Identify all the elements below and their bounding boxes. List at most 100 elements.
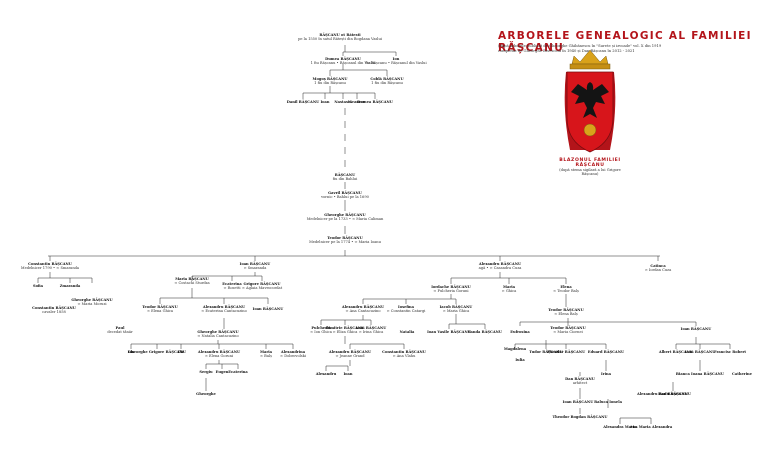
person-name: Teodor RĂȘCANU xyxy=(142,305,178,309)
person-name: Alexandra Maria xyxy=(603,425,637,429)
person-info: ∞ Elena Balș xyxy=(554,312,578,317)
person-name: Iacob RĂȘCANU xyxy=(439,305,473,309)
person-p36: Sergiu xyxy=(199,370,212,374)
person-p54: Ioan xyxy=(343,372,352,376)
person-p47: Pulcheria∞ Ion Ghica xyxy=(310,326,332,335)
person-info: Medelnicer 1790 • ∞ Smaranda xyxy=(20,266,80,271)
person-p5: Danil RĂȘCANU xyxy=(287,100,319,104)
person-name: Constantin RĂȘCANU xyxy=(32,306,76,310)
person-p37: Eugen xyxy=(216,370,229,374)
person-p25: Grigore RĂȘCANU∞ Aglaia Mavrocordat xyxy=(242,282,282,291)
person-p17: Catinca∞ Iordan Cuza xyxy=(645,264,671,273)
person-p58: Eufrosina xyxy=(510,330,530,334)
person-p55: Ioan Vasile RĂȘCANU xyxy=(427,330,471,334)
person-info: ∞ Iordan Cuza xyxy=(644,268,672,273)
person-p61: Magdalena xyxy=(504,347,526,351)
person-name: Raluca Ionela xyxy=(594,400,622,404)
person-info: ∞ Balș xyxy=(260,354,272,359)
person-info: ∞ Irina Ghica xyxy=(358,330,384,335)
person-info: ∞ Elena Goruni xyxy=(204,354,234,359)
page-title: ARBORELE GENEALOGIC AL FAMILIEI RĂȘCANU xyxy=(498,30,752,54)
person-p72: Ioan RĂȘCANU xyxy=(681,327,712,331)
eagle-icon xyxy=(571,82,609,118)
person-name: Alexandru RĂȘCANU xyxy=(478,262,522,266)
person-info: arhitect xyxy=(572,381,588,386)
person-p44: Iosefina∞ Constantin Catargi xyxy=(387,305,426,314)
person-name: Sergiu xyxy=(199,370,213,374)
person-info: Medelnicer pe la 1733 • ∞ Maria Caliman xyxy=(306,217,384,222)
person-name: Ion xyxy=(392,57,400,61)
person-info: ∞ Maria Ciornei xyxy=(553,330,583,335)
person-name: Gheorghe RĂȘCANU xyxy=(71,298,113,302)
person-name: Dan RĂȘCANU xyxy=(658,392,688,396)
person-name: Eugen xyxy=(215,370,229,374)
person-name: Ioan RĂȘCANU xyxy=(239,262,271,266)
person-info: fiu Rășcanu • Rășcanul din Vaslui xyxy=(365,61,427,66)
person-name: Pulcheria xyxy=(311,326,331,330)
person-p51: Alexandru RĂȘCANU∞ Jeanne Grand xyxy=(329,350,371,359)
person-info: agă • ∞ Casandra Cuza xyxy=(478,266,522,271)
person-info: ∞ Ecaterina Cantacuzino xyxy=(201,309,247,314)
person-name: Sanda RĂȘCANU xyxy=(467,330,503,334)
person-p64: Irina xyxy=(601,372,611,376)
person-name: Ioan RĂȘCANU xyxy=(684,350,716,354)
person-info: 1 fiu din Rășcanu xyxy=(314,81,346,86)
person-p20: Gheorghe RĂȘCANU∞ Maria Moruzi xyxy=(71,298,112,307)
person-p7: Nastasia xyxy=(334,100,351,104)
person-name: Ioan Vasile RĂȘCANU xyxy=(427,330,471,334)
person-name: Alexandru RĂȘCANU xyxy=(197,350,241,354)
person-info: ∞ Ghica xyxy=(501,289,517,294)
person-info: ∞ Constantin Catargi xyxy=(386,309,426,314)
person-name: Alexandru RĂȘCANU xyxy=(341,305,385,309)
person-p74: Ioan RĂȘCANU xyxy=(685,350,716,354)
person-info: ∞ Dobrovolski xyxy=(280,354,306,359)
person-info: ∞ Smaranda xyxy=(243,266,267,271)
person-info: ∞ Eliza Ghica xyxy=(332,330,358,335)
person-p73: Albert RĂȘCANU xyxy=(659,350,693,354)
person-name: Francisc Robert xyxy=(713,350,747,354)
person-name: Ecaterina xyxy=(228,370,248,374)
person-name: Constantin RĂȘCANU xyxy=(28,262,72,266)
person-name: Danil RĂȘCANU xyxy=(286,100,320,104)
person-p63: Eduard RĂȘCANU xyxy=(588,350,624,354)
subtitle-line-2: completat de Gheorghe Bezviconi în 1940 … xyxy=(498,49,635,53)
person-p56: Sanda RĂȘCANU xyxy=(468,330,502,334)
person-p50: Natalia xyxy=(400,330,415,334)
person-p78: Catherine xyxy=(732,372,752,376)
person-name: Ilie xyxy=(177,350,185,354)
person-name: RĂȘCANU ot Rătesti xyxy=(319,33,361,37)
person-info: ∞ Costachi Sturdza xyxy=(174,281,210,286)
crown-icon xyxy=(571,49,609,65)
person-name: Gheorghe xyxy=(196,392,216,396)
person-info: cavaler 1858 xyxy=(42,310,66,315)
person-p40: Iordache RĂȘCANU∞ Pulcheria Goruni xyxy=(431,285,471,294)
person-name: Natalia xyxy=(399,330,415,334)
person-name: Maria xyxy=(260,350,272,354)
person-name: Maria RĂȘCANU xyxy=(175,277,209,281)
person-p49: Ioan RĂȘCANU∞ Irina Ghica xyxy=(356,326,387,335)
person-p27: Alexandru RĂȘCANU∞ Ecaterina Cantacuzino xyxy=(201,305,247,314)
person-info: ∞ Natalia Cantacuzino xyxy=(197,334,239,339)
person-info: ∞ Elena Ghica xyxy=(146,309,174,314)
person-p75: Francisc Robert xyxy=(714,350,746,354)
person-name: Ecaterina xyxy=(222,282,242,286)
person-p60: Iulia xyxy=(515,358,524,362)
person-p38: Ecaterina xyxy=(228,370,247,374)
person-info: vornic • Bahlui pe la 1690 xyxy=(321,195,369,200)
person-p45: Iacob RĂȘCANU∞ Maria Ghica xyxy=(440,305,473,314)
page-subtitle: (după arborele publicat de Gheorghe Ghib… xyxy=(498,44,723,54)
person-p28: Ioan RĂȘCANU xyxy=(253,307,284,311)
person-name: Maria xyxy=(503,285,515,289)
person-p39: Gheorghe xyxy=(196,392,216,396)
person-info: ∞ Jeanne Grand xyxy=(335,354,365,359)
person-name: Tudor RĂȘCANU xyxy=(529,350,563,354)
person-p30: Ion xyxy=(128,350,135,354)
person-p34: Maria∞ Balș xyxy=(260,350,272,359)
person-p62: Theodor RĂȘCANU xyxy=(547,350,585,354)
